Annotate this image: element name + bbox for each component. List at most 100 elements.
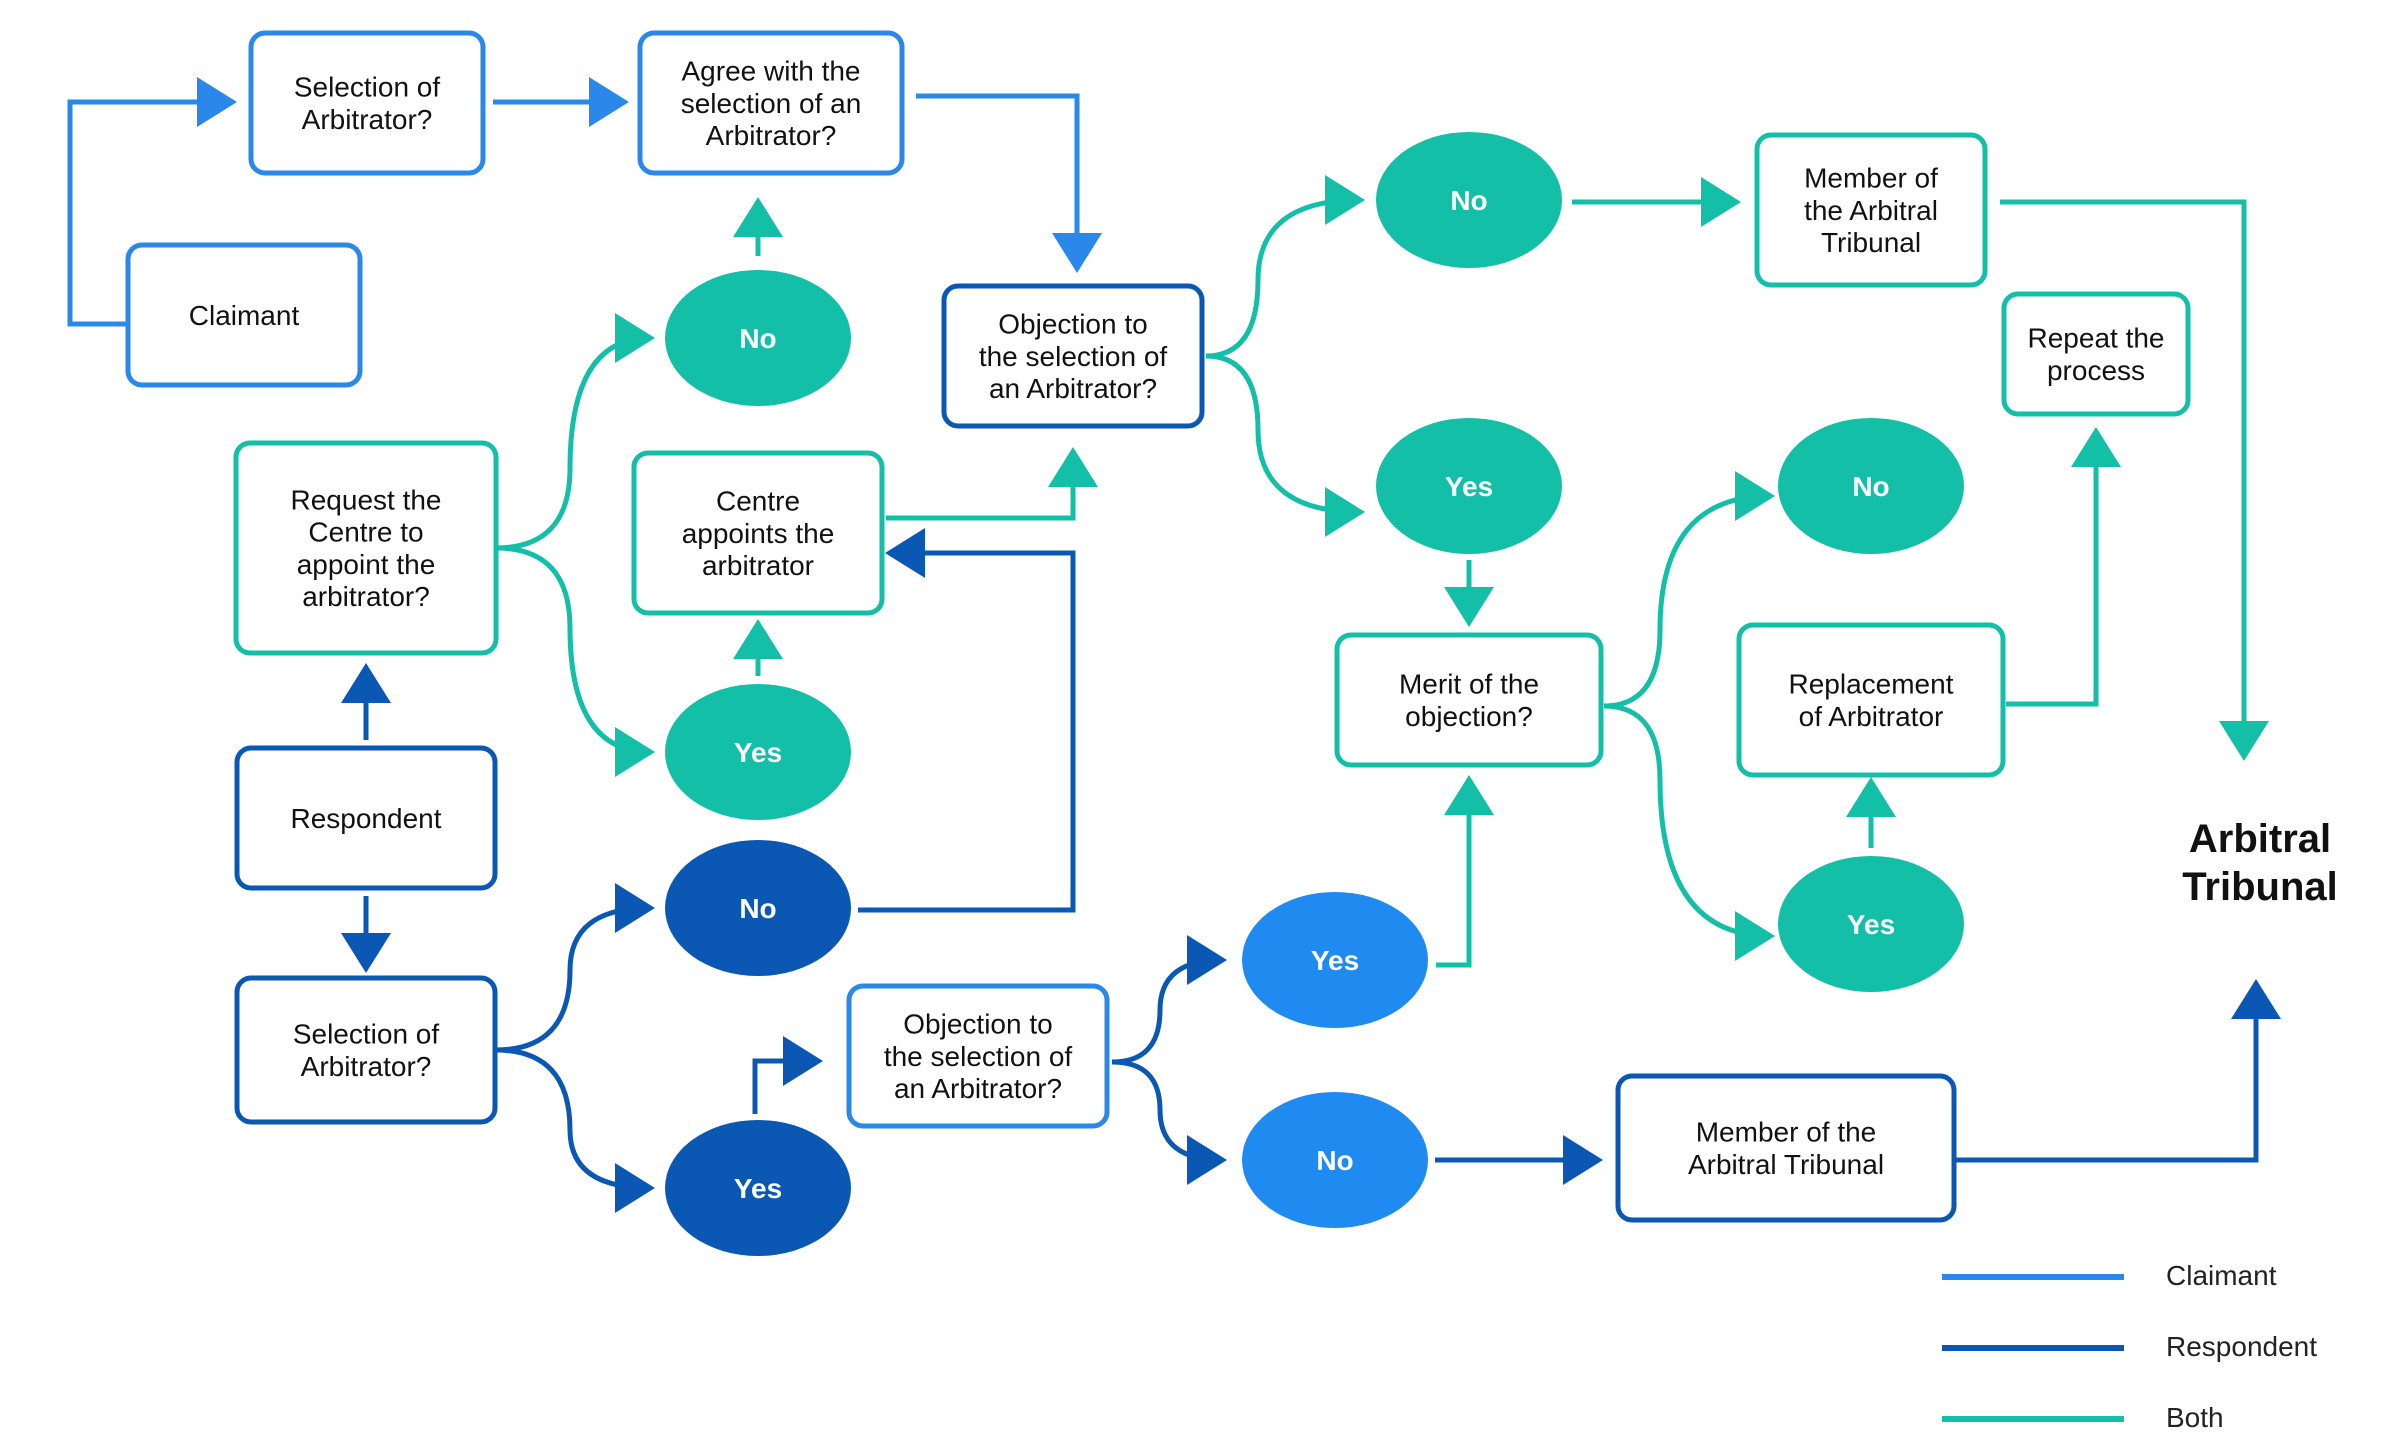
node-label: No <box>739 893 776 924</box>
node-label: objection? <box>1405 701 1533 732</box>
node-box <box>234 975 498 1125</box>
node-label: No <box>1450 185 1487 216</box>
node-label: Centre <box>716 486 800 517</box>
edge-request-to-yes <box>495 545 655 777</box>
node-box <box>1736 622 2006 778</box>
arbitral-tribunal-label: Arbitral <box>2189 817 2331 861</box>
legend: Claimant Respondent Both <box>1942 1260 2317 1433</box>
node-label: Respondent <box>290 803 441 834</box>
edge-replacement-to-repeat <box>2006 427 2121 707</box>
edge-objection-top-to-yes <box>1205 353 1365 537</box>
edge-objection-bottom-to-no <box>1111 1059 1227 1185</box>
node-label: Selection of <box>293 1019 440 1050</box>
node-respondent: Respondent <box>234 745 498 891</box>
node-label: Arbitrator? <box>301 1051 432 1082</box>
node-label: appoint the <box>297 549 436 580</box>
edge-yes-bottom-to-merit <box>1436 775 1494 968</box>
node-ellipse <box>665 1120 851 1256</box>
edge-objection-bottom-to-yes <box>1111 935 1227 1065</box>
node-ellipse <box>1778 856 1964 992</box>
edge-selection-to-yes <box>495 1047 655 1213</box>
node-claimant: Claimant <box>125 242 363 388</box>
node-no-selection: No <box>665 840 851 976</box>
node-box <box>941 283 1205 429</box>
node-no-agree: No <box>665 270 851 406</box>
node-label: process <box>2047 355 2145 386</box>
node-label: the Arbitral <box>1804 195 1938 226</box>
node-label: Yes <box>734 737 782 768</box>
edge-member-bottom-to-tribunal <box>1956 979 2281 1163</box>
node-label: No <box>1316 1145 1353 1176</box>
node-label: Member of the <box>1696 1117 1877 1148</box>
node-box <box>1334 632 1604 768</box>
node-label: Arbitrator? <box>706 120 837 151</box>
node-box <box>2001 291 2191 417</box>
node-label: Arbitrator? <box>302 104 433 135</box>
node-label: No <box>739 323 776 354</box>
node-label: Yes <box>734 1173 782 1204</box>
node-label: of Arbitrator <box>1799 701 1944 732</box>
node-label: Claimant <box>189 300 300 331</box>
edge-selection-to-no <box>495 883 655 1053</box>
node-box <box>631 450 885 616</box>
node-label: No <box>1852 471 1889 502</box>
edge-agree-to-objection <box>916 93 1102 273</box>
edge-objection-top-to-no <box>1205 175 1365 359</box>
node-yes-objection-bottom: Yes <box>1242 892 1428 1028</box>
node-yes-objection-top: Yes <box>1376 418 1562 554</box>
node-label: arbitrator? <box>302 581 430 612</box>
node-yes-selection: Yes <box>665 1120 851 1256</box>
edge-member-top-to-tribunal <box>2000 199 2269 761</box>
node-ellipse <box>665 684 851 820</box>
node-box <box>1754 132 1988 288</box>
node-label: Merit of the <box>1399 669 1539 700</box>
node-label: Centre to <box>308 517 423 548</box>
node-box <box>1615 1073 1957 1223</box>
node-label: Repeat the <box>2028 323 2165 354</box>
node-no-merit: No <box>1778 418 1964 554</box>
legend-label-claimant: Claimant <box>2166 1260 2277 1291</box>
node-label: selection of an <box>681 88 862 119</box>
node-label: arbitrator <box>702 550 814 581</box>
node-ellipse <box>665 840 851 976</box>
legend-label-respondent: Respondent <box>2166 1331 2317 1362</box>
edge-centre-to-objection-top <box>886 447 1098 521</box>
node-yes-request: Yes <box>665 684 851 820</box>
node-label: Selection of <box>294 72 441 103</box>
edge-merit-to-yes <box>1603 703 1775 961</box>
node-label: Yes <box>1847 909 1895 940</box>
node-box <box>248 30 486 176</box>
edge-yes-to-objection-bottom <box>752 1036 823 1114</box>
edge-claimant-to-selection <box>67 77 237 327</box>
node-label: Agree with the <box>682 56 861 87</box>
node-label: Objection to <box>998 309 1147 340</box>
node-box <box>233 440 499 656</box>
node-yes-merit: Yes <box>1778 856 1964 992</box>
node-box <box>846 983 1110 1129</box>
edge-merit-to-no <box>1603 471 1775 709</box>
node-label: Replacement <box>1789 669 1954 700</box>
node-label: Yes <box>1311 945 1359 976</box>
node-no-objection-top: No <box>1376 132 1562 268</box>
edge-request-to-no <box>495 313 655 551</box>
node-box <box>637 30 905 176</box>
node-label: an Arbitrator? <box>894 1073 1062 1104</box>
node-box <box>234 745 498 891</box>
node-ellipse <box>1242 892 1428 1028</box>
node-box <box>125 242 363 388</box>
node-label: the selection of <box>979 341 1168 372</box>
node-label: Request the <box>291 485 442 516</box>
node-label: Tribunal <box>1821 227 1921 258</box>
